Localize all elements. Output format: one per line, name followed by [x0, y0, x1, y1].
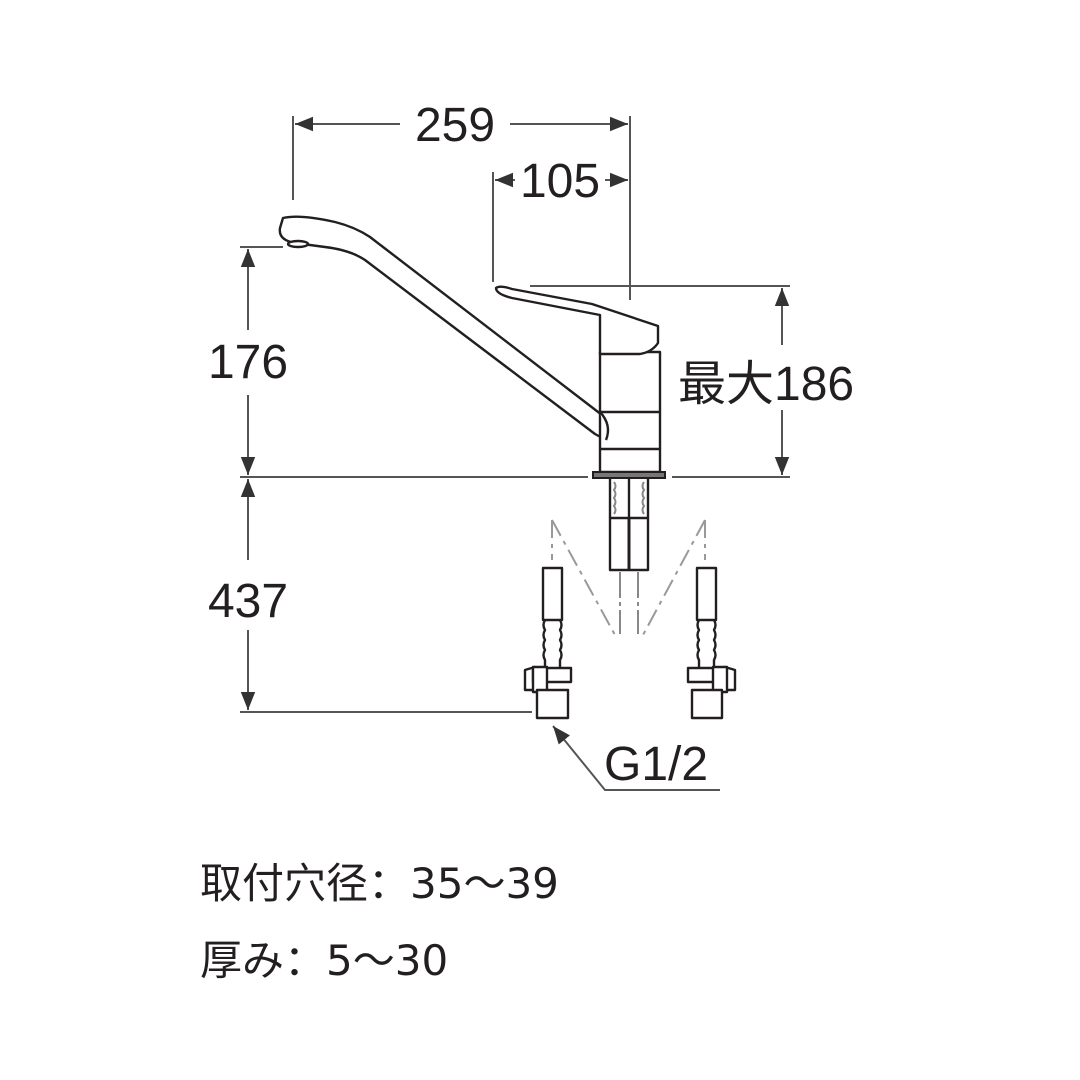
thickness-note: 厚み：5～30: [200, 936, 448, 985]
spout: [278, 215, 610, 442]
dimension-176: 176: [208, 246, 288, 475]
dimension-label: 437: [208, 575, 288, 628]
right-supply-hose: [686, 566, 737, 720]
dimension-label: 105: [520, 155, 600, 208]
dimension-label: 最大186: [678, 358, 854, 411]
lever-handle: [494, 285, 660, 356]
dimension-max-186: 最大186: [530, 285, 854, 475]
thread-label: G1/2: [604, 738, 708, 791]
dimension-105: 105: [492, 155, 628, 282]
left-supply-hose: [523, 566, 573, 720]
dimension-label: 176: [208, 336, 288, 389]
faucet: [278, 215, 737, 720]
mounting-hole-note: 取付穴径：35～39: [200, 859, 559, 908]
dimension-259: 259: [292, 99, 631, 300]
thread-callout: G1/2: [552, 725, 720, 791]
dimension-label: 259: [415, 99, 495, 152]
base-plate: [592, 471, 666, 479]
dimension-437: 437: [208, 479, 532, 713]
